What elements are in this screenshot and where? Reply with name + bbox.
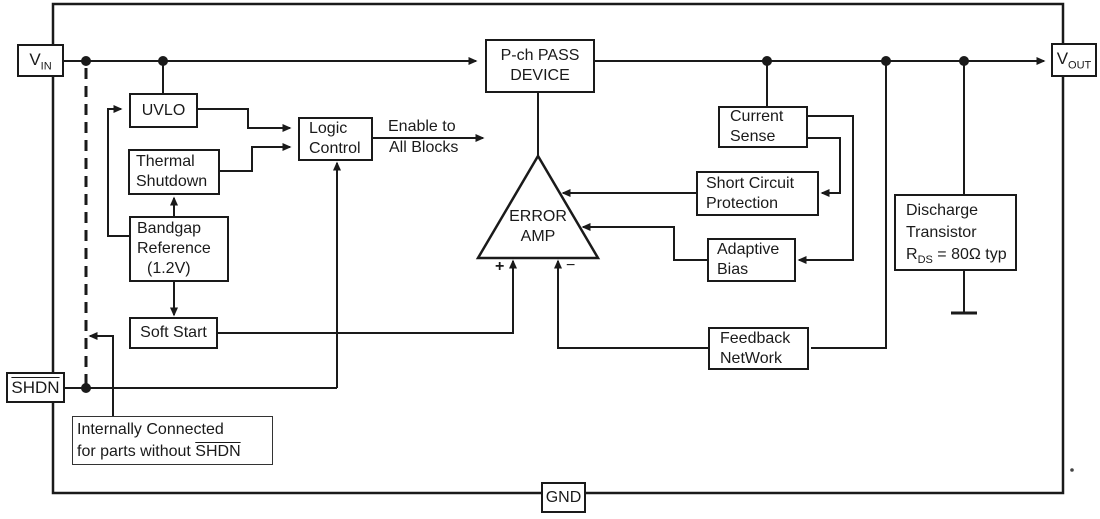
wire-softstart-to-noninverting-input — [218, 259, 517, 334]
pin-vout-sub: OUT — [1068, 59, 1092, 72]
pin-vout: VOUT — [1051, 43, 1097, 77]
block-logic-control: Logic Control — [298, 117, 373, 161]
wire-uvlo-to-logic — [198, 108, 292, 132]
callout-pointer — [88, 332, 114, 416]
pin-vin: VIN — [17, 44, 64, 77]
error-amp-triangle — [475, 153, 601, 260]
pin-shdn: SHDN — [6, 372, 65, 403]
speck — [1070, 468, 1074, 472]
pin-shdn-label: SHDN — [11, 377, 60, 397]
wire-feedback-to-inverting-input — [554, 259, 708, 349]
enable-text-line2: All Blocks — [389, 139, 459, 156]
minus-input-sign: − — [566, 257, 576, 274]
junction-dot — [881, 56, 891, 66]
pin-vout-label: V — [1056, 49, 1069, 69]
junction-dot — [959, 56, 969, 66]
wire-cs-to-adaptive — [797, 115, 854, 264]
wire-vout-to-feedback — [811, 61, 887, 349]
callout-note: Internally Connected for parts without S… — [72, 416, 273, 465]
block-adaptive-bias: Adaptive Bias — [707, 238, 796, 282]
block-soft-start: Soft Start — [129, 317, 218, 349]
block-pass-device: P-ch PASS DEVICE — [485, 39, 595, 93]
error-amp-label: ERROR AMP — [509, 208, 567, 245]
wire-thermal-to-logic — [220, 143, 292, 172]
pin-vin-label: V — [29, 49, 41, 69]
block-bandgap-reference: Bandgap Reference (1.2V) — [129, 216, 229, 282]
callout-shdn: SHDN — [195, 442, 241, 460]
pin-gnd-label: GND — [545, 488, 582, 506]
pin-gnd: GND — [541, 482, 586, 513]
block-short-circuit-protection: Short Circuit Protection — [696, 171, 819, 216]
junction-dot — [81, 56, 91, 66]
block-current-sense: Current Sense — [718, 106, 808, 148]
pin-vin-sub: IN — [40, 60, 52, 73]
plus-input-sign: + — [495, 258, 505, 275]
wire-adaptive-to-amp — [581, 223, 707, 261]
junction-dot — [158, 56, 168, 66]
block-discharge-transistor: Discharge Transistor RDS = 80Ω typ — [894, 194, 1017, 271]
wire-cs-to-scp — [808, 137, 841, 197]
block-uvlo: UVLO — [129, 93, 198, 128]
block-feedback-network: Feedback NetWork — [708, 327, 809, 370]
wire-bandgap-to-uvlo — [107, 105, 129, 237]
junction-dot — [762, 56, 772, 66]
enable-text-line1: Enable to — [388, 118, 456, 135]
junction-dot — [81, 383, 91, 393]
block-thermal-shutdown: Thermal Shutdown — [128, 149, 220, 195]
